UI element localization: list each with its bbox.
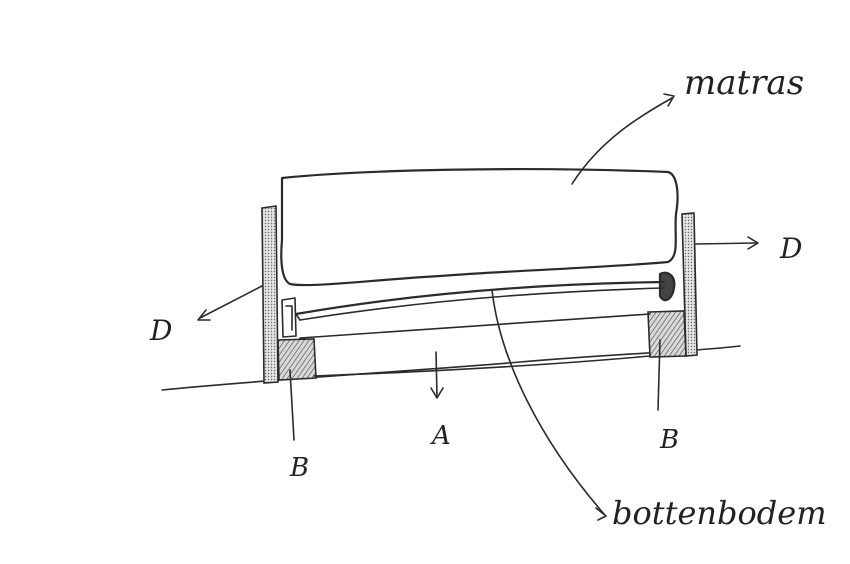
label-d-left: D <box>149 314 172 347</box>
under-frame-rail <box>299 313 651 339</box>
right-d-arrow <box>695 242 757 245</box>
right-b-leader <box>657 339 661 411</box>
label-b-left: B <box>289 453 309 483</box>
label-matras: matras <box>684 63 804 103</box>
left-d-arrow <box>199 285 263 319</box>
bottom-leader <box>491 289 605 515</box>
right-bracket <box>658 271 676 302</box>
left-foot-block <box>277 338 317 381</box>
left-b-leader <box>289 369 295 441</box>
mattress <box>280 168 679 287</box>
label-bottenbodem: bottenbodem <box>612 494 827 532</box>
label-d-right: D <box>779 232 802 265</box>
matras-leader <box>571 97 673 185</box>
a-arrow <box>435 351 438 397</box>
right-foot-block <box>647 310 687 358</box>
label-b-right: B <box>659 425 679 455</box>
left-side-rail <box>261 205 279 384</box>
label-a: A <box>430 421 451 451</box>
slatted-base <box>294 280 666 316</box>
right-side-rail <box>681 212 698 357</box>
left-bracket <box>281 297 297 338</box>
